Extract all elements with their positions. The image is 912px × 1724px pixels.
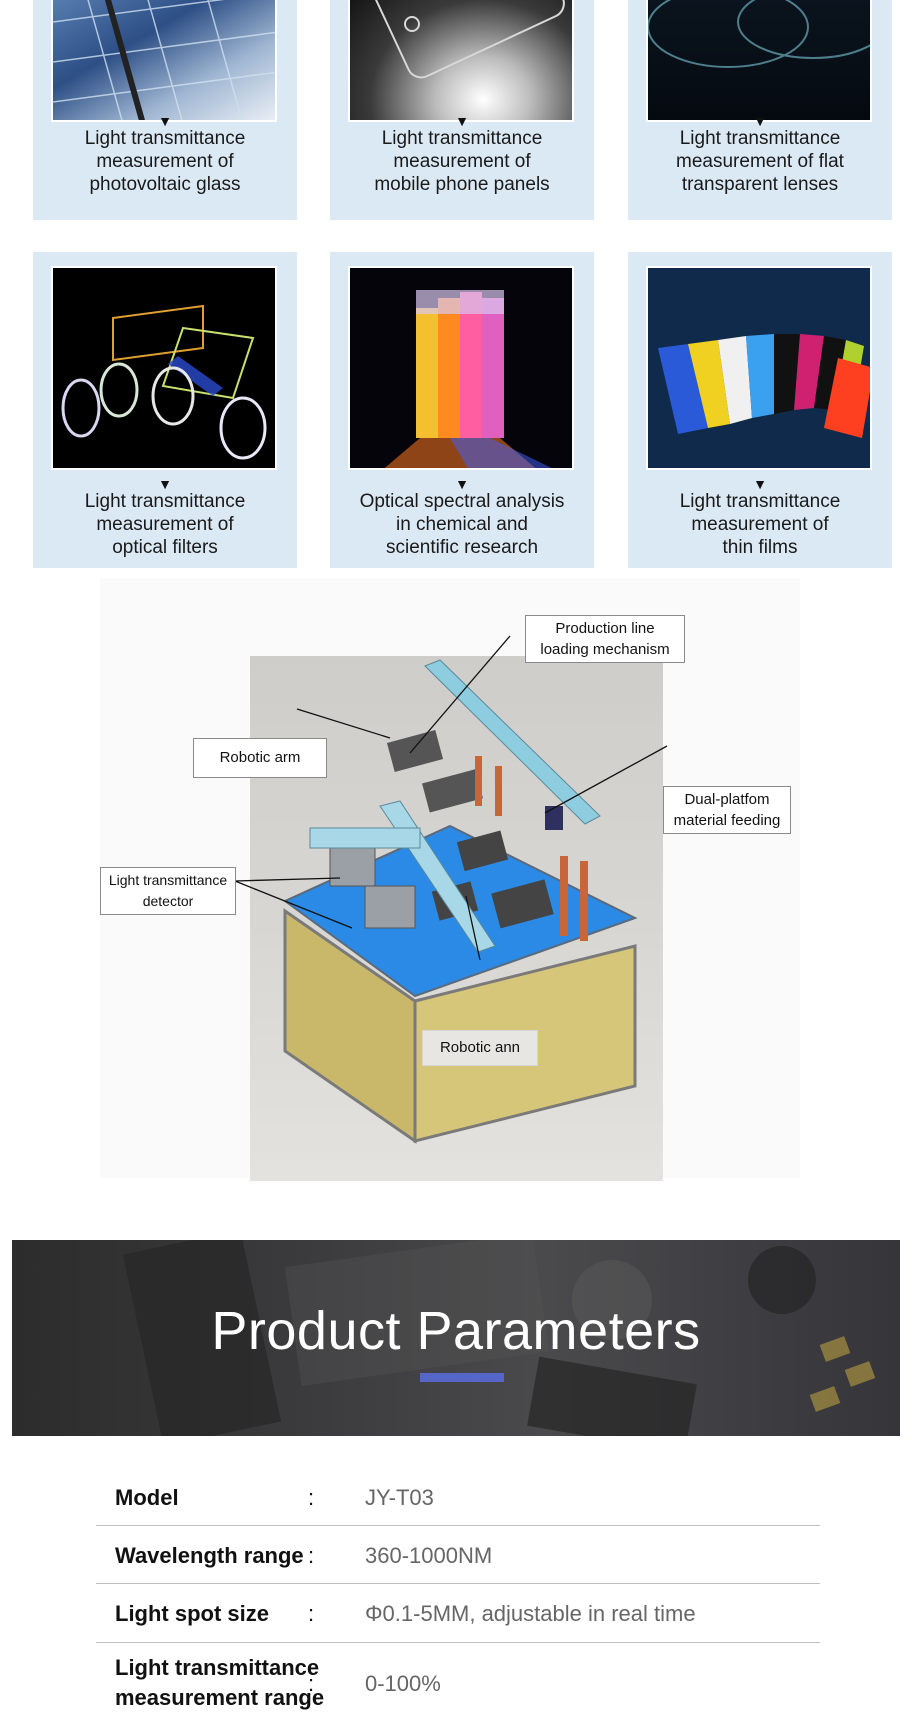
application-caption: Light transmittance measurement of photo… xyxy=(84,128,246,195)
color-films-image xyxy=(646,266,872,470)
product-parameters-banner: Product Parameters xyxy=(12,1240,900,1436)
down-arrow-icon: ▼ xyxy=(455,476,469,492)
down-arrow-icon: ▼ xyxy=(753,476,767,492)
application-card: ▼ Light transmittance measurement of mob… xyxy=(330,0,594,220)
machine-diagram: Production line loading mechanism Roboti… xyxy=(100,578,800,1181)
application-card: ▼ Light transmittance measurement of fla… xyxy=(628,0,892,220)
application-card: ▼ Light transmittance measurement of opt… xyxy=(33,252,297,568)
machine-illustration xyxy=(250,656,663,1181)
param-value: JY-T03 xyxy=(365,1485,434,1510)
table-row: Wavelength range : 360-1000NM xyxy=(96,1526,820,1584)
param-label: Light spot size xyxy=(115,1601,269,1626)
down-arrow-icon: ▼ xyxy=(158,476,172,492)
down-arrow-icon: ▼ xyxy=(158,113,172,129)
callout-loading-mechanism: Production line loading mechanism xyxy=(525,615,685,663)
parameters-table: Model : JY-T03 Wavelength range : 360-10… xyxy=(96,1460,820,1723)
param-value: 360-1000NM xyxy=(365,1543,493,1568)
application-card: ▼ Optical spectral analysis in chemical … xyxy=(330,252,594,568)
applications-section: ▼ Light transmittance measurement of pho… xyxy=(0,0,912,570)
title-accent-bar xyxy=(420,1373,504,1382)
param-colon: : xyxy=(308,1601,315,1626)
callout-robotic-arm-bottom: Robotic ann xyxy=(422,1030,538,1066)
param-label: Wavelength range xyxy=(115,1543,304,1568)
table-row: Light transmittance measurement range : … xyxy=(96,1643,820,1723)
application-card: ▼ Light transmittance measurement of pho… xyxy=(33,0,297,220)
down-arrow-icon: ▼ xyxy=(753,113,767,129)
application-caption: Optical spectral analysis in chemical an… xyxy=(359,491,565,558)
application-caption: Light transmittance measurement of thin … xyxy=(679,491,841,558)
application-caption: Light transmittance measurement of flat … xyxy=(676,128,844,195)
phone-glass-image xyxy=(348,0,574,122)
table-row: Light spot size : Φ0.1-5MM, adjustable i… xyxy=(96,1584,820,1643)
banner-title: Product Parameters xyxy=(211,1301,701,1361)
table-row: Model : JY-T03 xyxy=(96,1460,820,1526)
param-colon: : xyxy=(308,1485,315,1510)
application-caption: Light transmittance measurement of optic… xyxy=(84,491,246,558)
callout-detector: Light transmittance detector xyxy=(100,867,236,915)
cuvettes-image xyxy=(348,266,574,470)
down-arrow-icon: ▼ xyxy=(455,113,469,129)
lenses-image xyxy=(646,0,872,122)
optical-filters-image xyxy=(51,266,277,470)
desk-background-image xyxy=(122,1240,876,1436)
param-label: Model xyxy=(115,1485,179,1510)
solar-panel-image xyxy=(51,0,277,122)
application-caption: Light transmittance measurement of mobil… xyxy=(374,128,550,195)
callout-dual-platform: Dual-platfom material feeding xyxy=(663,786,791,834)
callout-robotic-arm-top: Robotic arm xyxy=(193,738,327,778)
param-value: 0-100% xyxy=(365,1671,441,1696)
param-label: Light transmittance measurement range xyxy=(115,1655,325,1710)
callout-lines xyxy=(234,635,668,961)
param-value: Φ0.1-5MM, adjustable in real time xyxy=(365,1601,696,1626)
param-colon: : xyxy=(308,1543,315,1568)
param-colon: : xyxy=(308,1671,315,1696)
application-card: ▼ Light transmittance measurement of thi… xyxy=(628,252,892,568)
